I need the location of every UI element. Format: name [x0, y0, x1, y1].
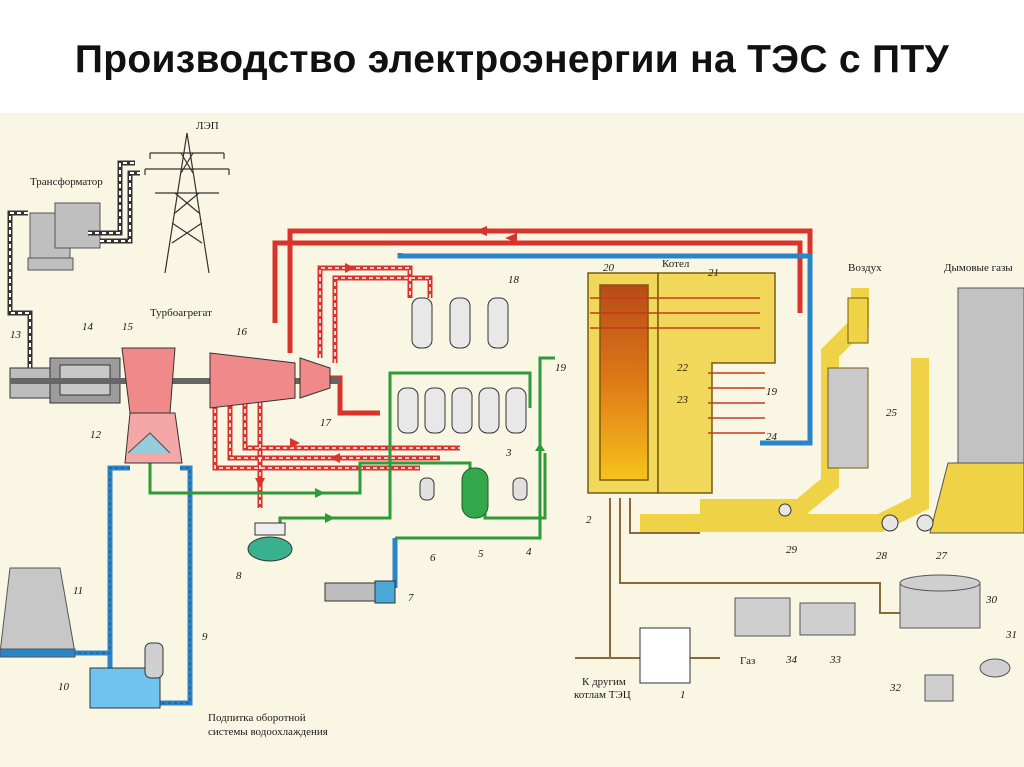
num-17: 17 [320, 417, 332, 429]
label-to-other-2: котлам ТЭЦ [574, 689, 631, 701]
num-30: 30 [985, 594, 998, 606]
num-14: 14 [82, 321, 94, 333]
num-28: 28 [876, 550, 888, 562]
num-13: 13 [10, 329, 22, 341]
heaters-3 [397, 387, 527, 434]
num-2: 2 [586, 514, 592, 526]
boiler-tubes [590, 297, 765, 434]
num-24: 24 [766, 431, 778, 443]
num-10: 10 [58, 681, 70, 693]
turbine-shaft [10, 378, 340, 384]
num-5: 5 [478, 548, 484, 560]
pump-4 [512, 477, 528, 501]
hp-cylinder-15 [121, 347, 176, 414]
num-7: 7 [408, 592, 414, 604]
fuel-tank-30 [899, 574, 981, 629]
cooling-tower-11 [0, 567, 76, 658]
slide-title: Производство электроэнергии на ТЭС с ПТУ [74, 38, 950, 81]
fans [778, 503, 934, 532]
num-6: 6 [430, 552, 436, 564]
label-lep: ЛЭП [196, 120, 219, 132]
pump-8 [247, 522, 293, 562]
num-33: 33 [829, 654, 842, 666]
label-air: Воздух [848, 262, 882, 274]
num-32: 32 [889, 682, 902, 694]
label-boiler: Котел [662, 258, 690, 270]
turbine-16 [209, 352, 296, 409]
num-22: 22 [677, 362, 689, 374]
pump-9 [144, 642, 164, 679]
num-20: 20 [603, 262, 615, 274]
chimney [929, 287, 1024, 534]
num-9: 9 [202, 631, 208, 643]
num-15: 15 [122, 321, 134, 333]
num-8: 8 [236, 570, 242, 582]
pump-6 [419, 477, 435, 501]
label-turbine-unit: Турбоагрегат [150, 307, 212, 319]
num-12: 12 [90, 429, 102, 441]
power-line-tower [144, 132, 230, 274]
air-duct [847, 297, 869, 344]
tpp-scheme-diagram: ЛЭП Трансформатор [0, 113, 1024, 767]
label-flue-gas: Дымовые газы [944, 262, 1013, 274]
turbine-17 [299, 357, 331, 399]
num-29: 29 [786, 544, 798, 556]
steam-flow-arrows [255, 226, 517, 488]
label-gas: Газ [740, 655, 755, 667]
label-to-other-1: К другим [582, 676, 626, 688]
num-23: 23 [677, 394, 689, 406]
label-makeup-2: системы водоохлаждения [208, 726, 328, 738]
num-19-right: 19 [766, 386, 778, 398]
equipment-31-32 [924, 658, 1011, 702]
num-16: 16 [236, 326, 248, 338]
label-makeup-1: Подпитка оборотной [208, 712, 306, 724]
condenser-12 [124, 412, 183, 464]
num-1: 1 [680, 689, 686, 701]
num-18: 18 [508, 274, 520, 286]
num-11: 11 [73, 585, 83, 597]
num-25: 25 [886, 407, 898, 419]
num-34: 34 [785, 654, 798, 666]
num-21: 21 [708, 267, 719, 279]
deaerator-5 [461, 467, 489, 519]
num-3: 3 [505, 447, 512, 459]
num-19-left: 19 [555, 362, 567, 374]
air-heater-25 [827, 367, 869, 469]
tanks-33-34 [734, 597, 856, 637]
heaters-18 [411, 297, 509, 349]
label-transformer: Трансформатор [30, 176, 103, 188]
transformer [27, 202, 101, 271]
num-4: 4 [526, 546, 532, 558]
num-31: 31 [1005, 629, 1017, 641]
pump-7 [324, 580, 396, 604]
gas-distribution-1 [639, 627, 691, 684]
num-27: 27 [936, 550, 948, 562]
